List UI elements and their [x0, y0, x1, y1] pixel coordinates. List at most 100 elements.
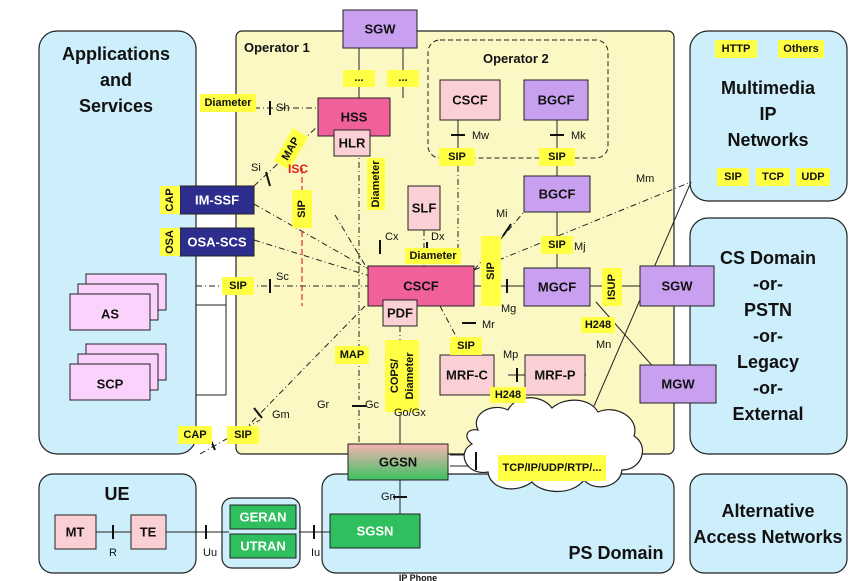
ggsn-node[interactable] [347, 443, 449, 481]
imssf-label: IM-SSF [195, 193, 239, 208]
iface-dx: Dx [431, 231, 445, 243]
ggsn-label: GGSN [379, 455, 417, 470]
iface-mw: Mw [472, 130, 489, 142]
others-label: Others [783, 43, 818, 55]
sgw-right-node[interactable] [639, 265, 715, 307]
ellipsis-2-label: ... [398, 72, 407, 84]
pdf-label: PDF [387, 306, 413, 321]
iface-cx: Cx [385, 231, 399, 243]
mm-title-3: Networks [727, 130, 808, 150]
te-node[interactable] [130, 514, 167, 550]
osascs-node[interactable] [179, 227, 255, 257]
bgcf-label: BGCF [539, 187, 576, 202]
iface-mn: Mn [596, 339, 611, 351]
iface-mp: Mp [503, 349, 518, 361]
iface-r: R [109, 547, 117, 559]
iface-mg: Mg [501, 303, 516, 315]
mgcf-node[interactable] [523, 267, 591, 307]
iface-gr: Gr [317, 399, 330, 411]
sip-mm-label: SIP [724, 171, 742, 183]
slf-label: SLF [412, 201, 437, 216]
cs-title-2: -or- [753, 274, 783, 294]
sip-mg-label: SIP [485, 262, 497, 280]
mrfp-label: MRF-P [534, 368, 575, 383]
hlr-node[interactable] [333, 129, 371, 157]
isup-label: ISUP [606, 274, 618, 300]
sgw-right-label: SGW [661, 279, 693, 294]
ue-title: UE [104, 484, 129, 504]
hlr-label: HLR [339, 136, 366, 151]
mgw-label: MGW [661, 377, 695, 392]
mrfc-node[interactable] [439, 354, 495, 396]
h248-mn-label: H248 [585, 319, 611, 331]
hss-label: HSS [341, 110, 368, 125]
iface-gm: Gm [272, 409, 290, 421]
scp-stack[interactable] [69, 343, 167, 401]
bgcf-op2-label: BGCF [538, 93, 575, 108]
iface-isc: ISC [288, 162, 308, 176]
utran-node[interactable] [229, 533, 297, 559]
iface-gn: Gn [381, 491, 396, 503]
sip-mj-label: SIP [548, 239, 566, 251]
scp-label: SCP [97, 377, 124, 392]
mm-title-1: Multimedia [721, 78, 816, 98]
iface-iu: Iu [311, 547, 320, 559]
slf-node[interactable] [407, 185, 441, 231]
alt-title-1: Alternative [721, 501, 814, 521]
dashed-links [196, 107, 692, 455]
sgsn-label: SGSN [357, 524, 394, 539]
imssf-node[interactable] [179, 185, 255, 215]
iface-uu: Uu [203, 547, 217, 559]
cs-title-4: -or- [753, 326, 783, 346]
iface-sh: Sh [276, 102, 289, 114]
cs-title-7: External [732, 404, 803, 424]
multimedia-region [689, 30, 848, 202]
bgcf-op2-node[interactable] [523, 79, 589, 121]
as-label: AS [101, 307, 119, 322]
tcp-label: TCP [762, 171, 784, 183]
iface-gogx: Go/Gx [394, 407, 426, 419]
sgsn-node[interactable] [329, 513, 421, 549]
cs-region [689, 217, 848, 455]
apps-title-2: and [100, 70, 132, 90]
h248-mp-label: H248 [495, 389, 521, 401]
iface-mm: Mm [636, 173, 654, 185]
mgw-node[interactable] [639, 364, 717, 404]
sip-gm-label: SIP [234, 429, 252, 441]
apps-title-3: Services [79, 96, 153, 116]
tcpip-label: TCP/IP/UDP/RTP/... [502, 462, 601, 474]
osascs-label: OSA-SCS [187, 235, 247, 250]
cscf-node[interactable] [367, 265, 475, 307]
geran-label: GERAN [240, 510, 287, 525]
diameter-cx-label: Diameter [370, 160, 382, 208]
sip-sc-label: SIP [229, 280, 247, 292]
geran-node[interactable] [229, 504, 297, 530]
cscf-op2-node[interactable] [439, 79, 501, 121]
ip-phone-label: IP Phone [399, 573, 437, 581]
mt-label: MT [66, 525, 85, 540]
sip-mw-label: SIP [448, 151, 466, 163]
bgcf-node[interactable] [523, 175, 591, 213]
pdf-node[interactable] [382, 299, 418, 327]
ellipsis-1-label: ... [354, 72, 363, 84]
mt-node[interactable] [54, 514, 97, 550]
sip-isc-label: SIP [296, 200, 308, 218]
diameter-sh-label: Diameter [204, 97, 252, 109]
iface-si: Si [251, 162, 261, 174]
map-si-label-box [273, 128, 309, 170]
alt-access-region [689, 473, 848, 574]
protocol-labels [160, 40, 830, 481]
te-label: TE [140, 525, 157, 540]
cscf-label: CSCF [403, 279, 438, 294]
operator1-title: Operator 1 [244, 40, 310, 55]
sgw-top-label: SGW [364, 22, 396, 37]
mgcf-label: MGCF [538, 280, 576, 295]
as-stack[interactable] [69, 273, 167, 331]
mrfp-node[interactable] [524, 354, 586, 396]
diameter-gq-label: Diameter [404, 352, 416, 400]
cs-title-6: -or- [753, 378, 783, 398]
iface-mj: Mj [574, 241, 586, 253]
sgw-top-node[interactable] [342, 9, 418, 49]
cscf-op2-label: CSCF [452, 93, 487, 108]
